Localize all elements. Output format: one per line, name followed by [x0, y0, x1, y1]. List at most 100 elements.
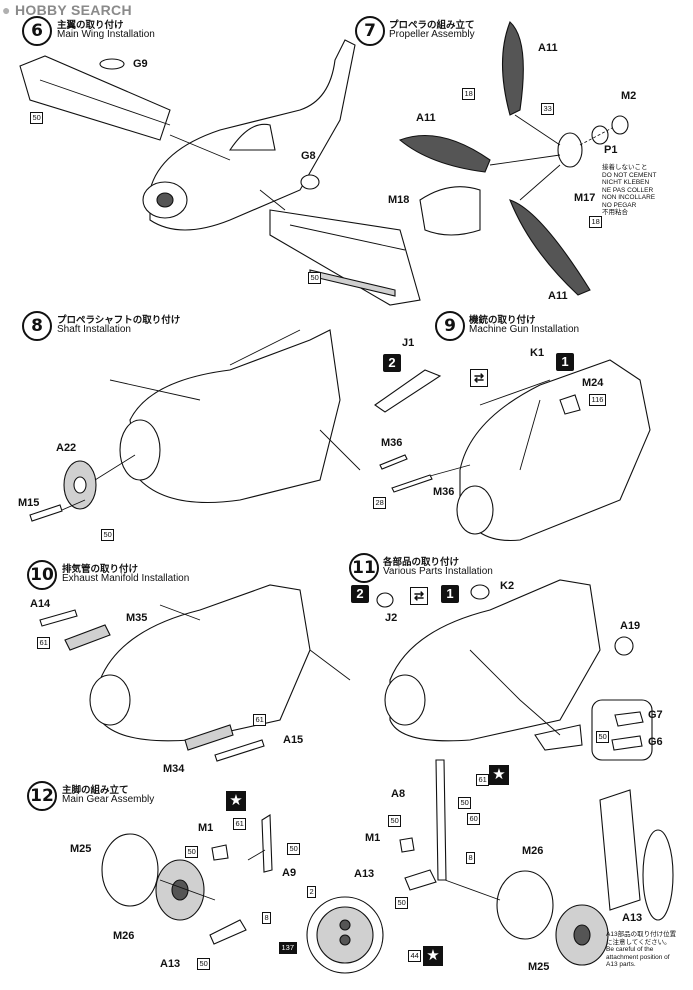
part-label-j2: J2: [385, 612, 398, 624]
step-number: 12: [27, 781, 57, 811]
part-label-m34: M34: [163, 763, 185, 775]
watermark-text: HOBBY SEARCH: [14, 2, 132, 18]
code-box-50: 50: [395, 897, 409, 909]
part-label-m24: M24: [582, 377, 604, 389]
code-box-18: 18: [462, 88, 476, 100]
note-line: NON INCOLLARE: [602, 194, 656, 201]
marker-1: 1: [556, 353, 574, 371]
note-line: A13部品の取り付け位置: [606, 931, 677, 938]
code-box-137: 137: [279, 942, 297, 954]
step-number: 9: [435, 311, 465, 341]
code-box-50: 50: [596, 731, 610, 743]
step10-exhaust-drawing: [39, 584, 351, 762]
part-label-a13: A13: [622, 912, 643, 924]
code-box-8: 8: [466, 852, 476, 864]
step-title-en: Various Parts Installation: [383, 566, 493, 577]
code-box-8: 8: [262, 912, 272, 924]
star-icon: ★: [226, 791, 246, 811]
code-box-61: 61: [476, 774, 490, 786]
part-label-j1: J1: [402, 337, 415, 349]
note-line: Be careful of the: [606, 946, 654, 953]
step-title-jp: プロペラの組み立て: [389, 20, 475, 31]
code-box-50: 50: [287, 843, 301, 855]
code-box-2: 2: [307, 886, 317, 898]
part-label-m36: M36: [433, 486, 455, 498]
code-box-60: 60: [467, 813, 481, 825]
code-box-50: 50: [458, 797, 472, 809]
step-title-en: Propeller Assembly: [389, 29, 475, 40]
part-label-g6: G6: [648, 736, 663, 748]
part-label-a8: A8: [391, 788, 406, 800]
note-line: NE PAS COLLER: [602, 186, 654, 194]
part-label-g9: G9: [133, 58, 148, 70]
part-label-g8: G8: [301, 150, 316, 162]
step-number: 10: [27, 560, 57, 590]
code-box-28: 28: [373, 497, 387, 509]
step8-shaft-drawing: [29, 329, 361, 522]
part-label-m1: M1: [365, 832, 381, 844]
code-box-116: 116: [589, 394, 606, 406]
note-line: DO NOT CEMENT: [602, 171, 657, 179]
part-label-a19: A19: [620, 620, 641, 632]
code-box-50: 50: [308, 272, 322, 284]
note-line: 不用粘合: [602, 209, 628, 216]
part-label-m2: M2: [621, 90, 637, 102]
step11-parts-drawing: [376, 579, 653, 761]
part-label-m36: M36: [381, 437, 403, 449]
note-line: attachment position of: [606, 953, 670, 961]
code-box-61: 61: [37, 637, 51, 649]
part-label-m17: M17: [574, 192, 596, 204]
mirror-arrows-icon: ⇄: [410, 587, 428, 605]
part-label-m35: M35: [126, 612, 148, 624]
part-label-k2: K2: [500, 580, 515, 592]
mirror-arrows-icon: ⇄: [470, 369, 488, 387]
part-label-m25: M25: [70, 843, 92, 855]
part-label-a11: A11: [416, 112, 436, 124]
part-label-g7: G7: [648, 709, 663, 721]
step-title-jp: 排気管の取り付け: [62, 564, 139, 575]
part-label-a13: A13: [160, 958, 181, 970]
a13-position-note: A13部品の取り付け位置 に注意してください。 Be careful of th…: [606, 931, 676, 969]
note-line: に注意してください。: [606, 938, 671, 946]
step-number: 8: [22, 311, 52, 341]
code-box-50: 50: [197, 958, 211, 970]
part-label-m1: M1: [198, 822, 214, 834]
note-line: NICHT KLEBEN: [602, 179, 650, 186]
step9-gun-drawing: [374, 359, 651, 542]
step-title-en: Exhaust Manifold Installation: [62, 573, 190, 584]
part-label-m25: M25: [528, 961, 550, 973]
part-label-p1: P1: [604, 144, 618, 156]
step-title-en: Main Wing Installation: [57, 29, 155, 40]
step-number: 11: [349, 553, 379, 583]
step-number: 7: [355, 16, 385, 46]
code-box-50: 50: [388, 815, 402, 827]
part-label-m15: M15: [18, 497, 40, 509]
code-box-50: 50: [30, 112, 44, 124]
part-label-a11: A11: [548, 290, 568, 302]
note-line: A13 parts.: [606, 961, 636, 968]
star-icon: ★: [423, 946, 443, 966]
step12-gear-drawing: [101, 759, 674, 974]
note-line: NO PEGAR: [602, 201, 637, 209]
code-box-50: 50: [101, 529, 115, 541]
code-box-33: 33: [541, 103, 555, 115]
part-label-a9: A9: [282, 867, 297, 879]
code-box-50: 50: [185, 846, 199, 858]
part-label-a15: A15: [283, 734, 304, 746]
step-title-en: Main Gear Assembly: [62, 794, 155, 805]
step-title-jp: 機銃の取り付け: [469, 315, 536, 326]
no-cement-note: 接着しないこと DO NOT CEMENT NICHT KLEBEN NE PA…: [602, 164, 656, 217]
step-title-jp: 各部品の取り付け: [383, 557, 460, 568]
step7-propeller-drawing: [398, 21, 629, 296]
part-label-a11: A11: [538, 42, 558, 54]
part-label-a14: A14: [30, 598, 51, 610]
step6-aircraft-drawing: [19, 39, 421, 306]
step-number: 6: [22, 16, 52, 46]
code-box-61: 61: [253, 714, 267, 726]
step-title-jp: 主脚の組み立て: [62, 785, 129, 796]
marker-2: 2: [351, 585, 369, 603]
code-box-44: 44: [408, 950, 422, 962]
part-label-a13: A13: [354, 868, 375, 880]
step-title-jp: プロペラシャフトの取り付け: [57, 315, 181, 326]
